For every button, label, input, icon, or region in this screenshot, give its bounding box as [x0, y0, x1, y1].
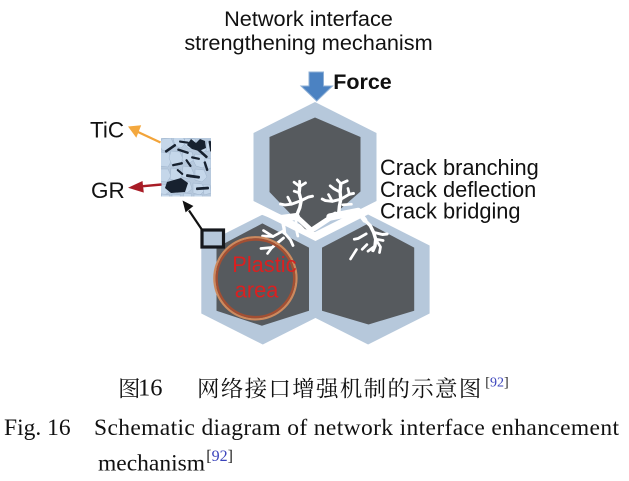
svg-text:area: area — [235, 277, 280, 302]
svg-text:Crack branching: Crack branching — [380, 155, 539, 180]
svg-text:Fig. 16: Fig. 16 — [4, 415, 71, 441]
svg-text:mechanism: mechanism — [98, 450, 205, 476]
svg-text:Crack deflection: Crack deflection — [380, 177, 536, 202]
svg-text:Crack bridging: Crack bridging — [380, 199, 521, 224]
svg-text:Force: Force — [333, 70, 392, 94]
svg-text:GR: GR — [91, 178, 125, 203]
svg-text:TiC: TiC — [90, 118, 124, 143]
svg-text:Network interface: Network interface — [224, 6, 393, 31]
svg-text:16: 16 — [138, 375, 163, 402]
svg-text:Schematic diagram of network i: Schematic diagram of network interface e… — [94, 415, 619, 441]
svg-text:strengthening mechanism: strengthening mechanism — [184, 30, 432, 55]
svg-text:[92]: [92] — [206, 448, 233, 465]
svg-text:[92]: [92] — [485, 376, 508, 391]
svg-text:Plastic: Plastic — [232, 252, 296, 277]
